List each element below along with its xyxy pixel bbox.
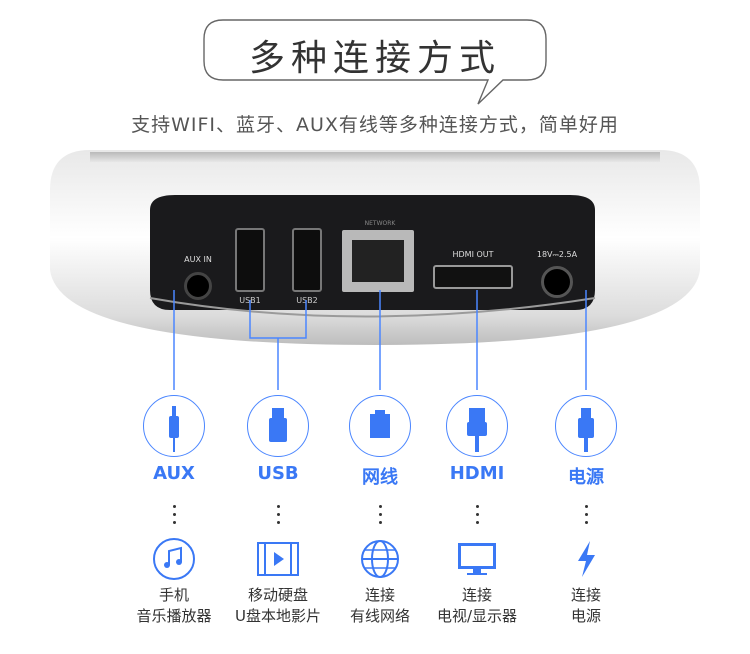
desc-aux-line2: 音乐播放器 bbox=[136, 607, 212, 625]
power-label: 18V⎓2.5A bbox=[536, 250, 578, 259]
power-plug-icon bbox=[578, 408, 594, 452]
aux-in-label: AUX IN bbox=[184, 255, 212, 264]
network-label: NETWORK bbox=[364, 220, 396, 227]
connector-lines bbox=[173, 290, 587, 390]
tv-monitor-icon bbox=[453, 535, 501, 583]
desc-usb-line1: 移动硬盘 bbox=[247, 586, 308, 604]
usb-circle bbox=[247, 395, 309, 457]
lightning-icon bbox=[562, 535, 610, 583]
usb2-port: USB2 bbox=[292, 228, 322, 305]
hdmi-plug-icon bbox=[467, 408, 487, 452]
desc-hdmi-line2: 电视/显示器 bbox=[436, 607, 518, 625]
hdmi-circle bbox=[446, 395, 508, 457]
dots-hdmi bbox=[467, 505, 487, 527]
desc-network-line1: 连接 bbox=[364, 586, 395, 604]
label-power: 电源 bbox=[568, 467, 604, 488]
usb-drive-icon bbox=[269, 408, 287, 442]
desc-usb-line2: U盘本地影片 bbox=[235, 607, 321, 625]
music-note-icon bbox=[150, 535, 198, 583]
label-hdmi: HDMI bbox=[449, 463, 505, 484]
desc-power-line1: 连接 bbox=[570, 586, 601, 604]
page-subtitle: 支持WIFI、蓝牙、AUX有线等多种连接方式，简单好用 bbox=[131, 114, 619, 136]
film-play-icon bbox=[254, 535, 302, 583]
label-aux: AUX bbox=[153, 463, 195, 484]
speech-bubble-shape bbox=[203, 19, 547, 105]
label-usb: USB bbox=[257, 463, 299, 484]
desc-hdmi-line1: 连接 bbox=[461, 586, 492, 604]
desc-network: 连接 有线网络 bbox=[320, 585, 440, 627]
page-title: 多种连接方式 bbox=[248, 38, 501, 79]
desc-aux-line1: 手机 bbox=[158, 586, 189, 604]
dots-network bbox=[370, 505, 390, 527]
dots-usb bbox=[268, 505, 288, 527]
title-bubble: 多种连接方式 bbox=[203, 19, 547, 105]
desc-usb: 移动硬盘 U盘本地影片 bbox=[218, 585, 338, 627]
ethernet-circle bbox=[349, 395, 411, 457]
usb1-port: USB1 bbox=[235, 228, 265, 305]
power-circle bbox=[555, 395, 617, 457]
ethernet-icon bbox=[370, 410, 390, 438]
desc-network-line2: 有线网络 bbox=[349, 607, 410, 625]
desc-aux: 手机 音乐播放器 bbox=[114, 585, 234, 627]
usb2-label: USB2 bbox=[296, 296, 318, 305]
desc-power: 连接 电源 bbox=[526, 585, 646, 627]
network-port: NETWORK bbox=[342, 220, 418, 292]
label-network: 网线 bbox=[362, 467, 398, 488]
desc-power-line2: 电源 bbox=[570, 607, 601, 625]
hdmi-out-port: HDMI OUT bbox=[433, 250, 513, 289]
hdmi-out-label: HDMI OUT bbox=[452, 250, 494, 259]
aux-plug-icon bbox=[169, 406, 179, 452]
desc-hdmi: 连接 电视/显示器 bbox=[417, 585, 537, 627]
dots-aux bbox=[164, 505, 184, 527]
power-port: 18V⎓2.5A bbox=[532, 250, 582, 298]
dots-power bbox=[576, 505, 596, 527]
device-rear-panel: AUX IN USB1 USB2 NETWORK HDMI OUT 18V⎓2.… bbox=[0, 150, 750, 360]
aux-circle bbox=[143, 395, 205, 457]
globe-icon bbox=[356, 535, 404, 583]
aux-in-port: AUX IN bbox=[178, 255, 218, 300]
